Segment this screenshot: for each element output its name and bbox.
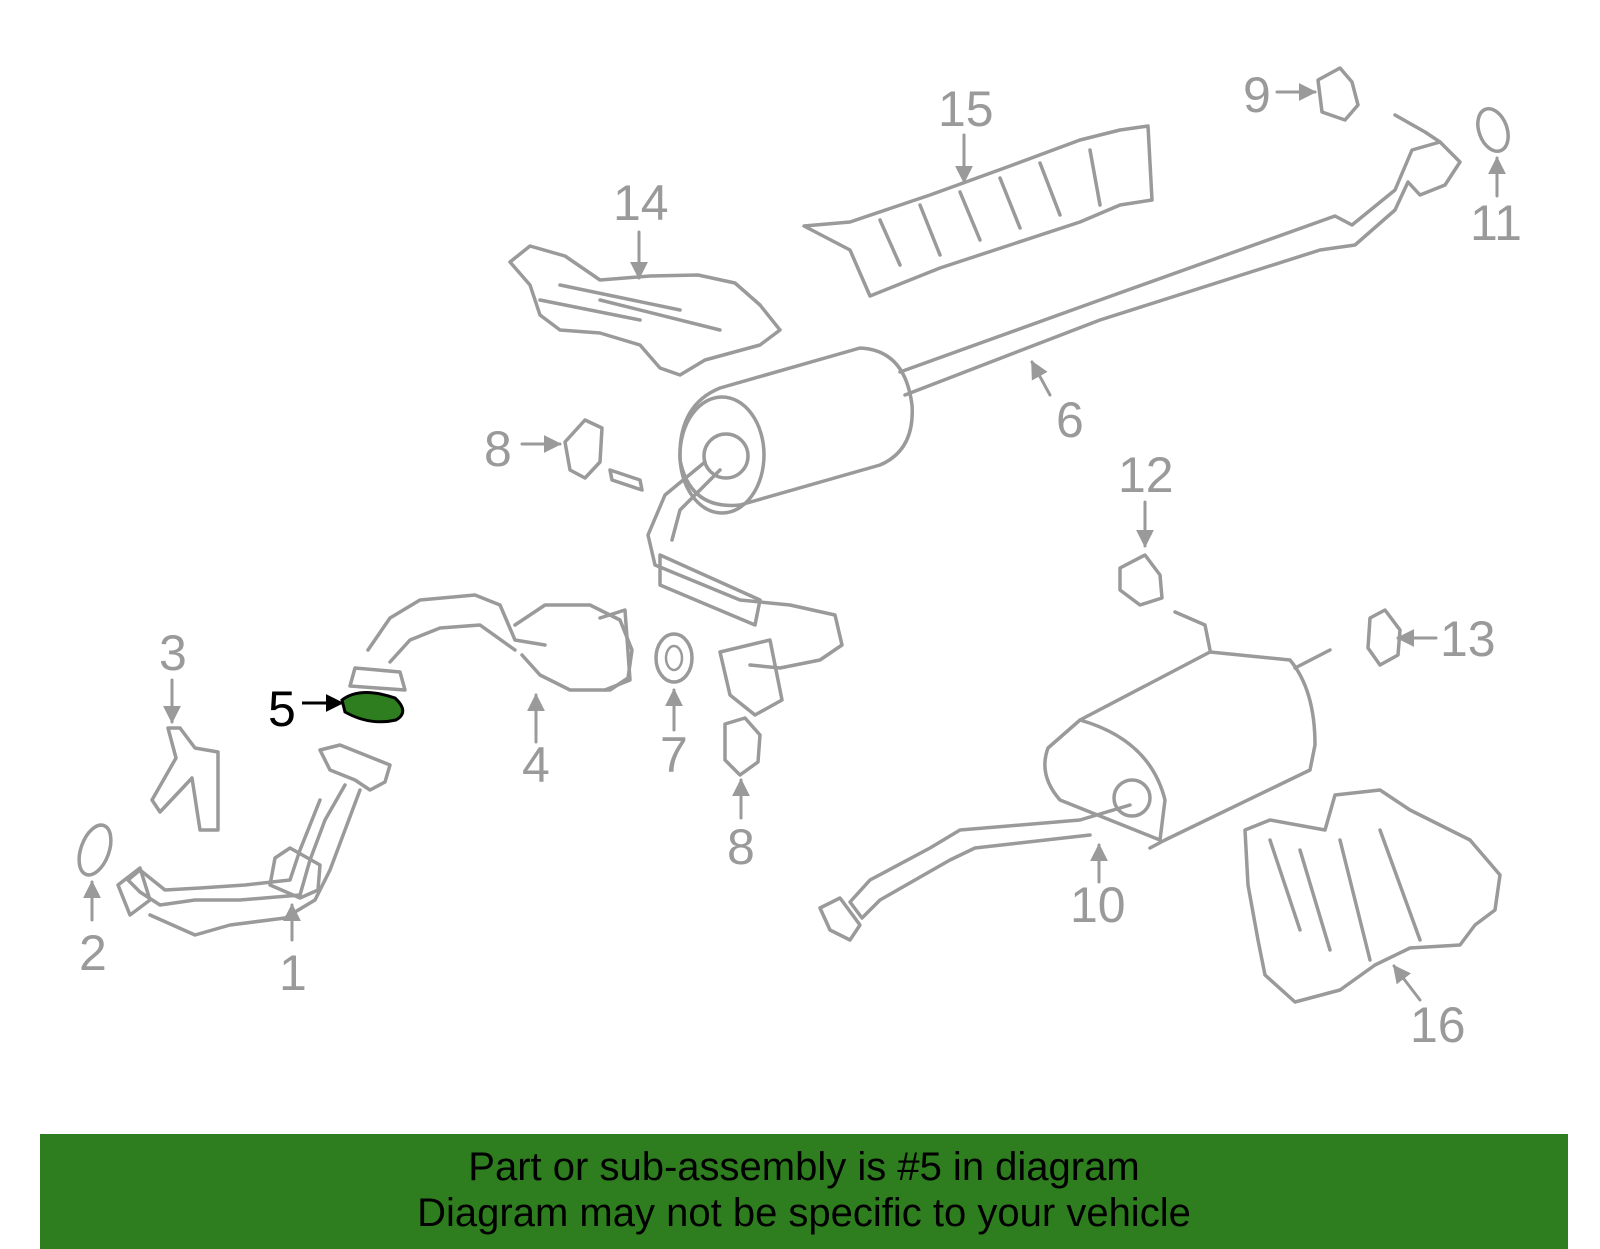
part-3-bracket — [150, 726, 220, 832]
part-10-muffler — [818, 610, 1332, 942]
part-4-catalytic-converter — [348, 593, 634, 692]
callout-14: 14 — [613, 175, 669, 231]
banner-line-part-number: Part or sub-assembly is #5 in diagram — [468, 1145, 1140, 1189]
part-16-heat-shield — [1243, 788, 1502, 1004]
info-banner: Part or sub-assembly is #5 in diagram Di… — [40, 1134, 1568, 1249]
part-11-gasket — [1476, 107, 1510, 153]
part-14-heat-shield — [508, 244, 782, 377]
callout-6: 6 — [1056, 392, 1084, 448]
part-9-hanger — [1316, 66, 1360, 122]
part-5-gasket-highlighted[interactable] — [302, 691, 405, 724]
callout-13: 13 — [1440, 611, 1496, 667]
part-6-center-pipe-resonator — [608, 113, 1462, 717]
part-15-heat-shield — [802, 124, 1154, 298]
part-13-hanger — [1366, 608, 1402, 667]
callout-16: 16 — [1410, 997, 1466, 1053]
part-7-gasket — [654, 632, 694, 684]
callout-4: 4 — [522, 737, 550, 793]
callout-2: 2 — [79, 925, 107, 981]
callout-12: 12 — [1118, 447, 1174, 503]
callout-3: 3 — [159, 625, 187, 681]
callout-10: 10 — [1070, 877, 1126, 933]
part-2-gasket — [77, 823, 113, 877]
part-1-front-pipe — [116, 743, 392, 937]
part-12-hanger — [1118, 553, 1164, 607]
callout-1: 1 — [279, 945, 307, 1001]
part-8-hanger-lower — [723, 716, 762, 777]
exhaust-system-diagram — [77, 66, 1510, 1004]
banner-line-disclaimer: Diagram may not be specific to your vehi… — [417, 1191, 1191, 1235]
callout-5[interactable]: 5 — [268, 681, 296, 737]
part-8-hanger-upper — [563, 418, 604, 480]
callout-8-lower: 8 — [727, 819, 755, 875]
callout-7: 7 — [660, 727, 688, 783]
callout-11: 11 — [1470, 195, 1522, 251]
leader-lines — [83, 83, 1506, 1002]
callout-9: 9 — [1243, 67, 1271, 123]
callout-15: 15 — [938, 81, 994, 137]
callout-8-upper: 8 — [484, 421, 512, 477]
